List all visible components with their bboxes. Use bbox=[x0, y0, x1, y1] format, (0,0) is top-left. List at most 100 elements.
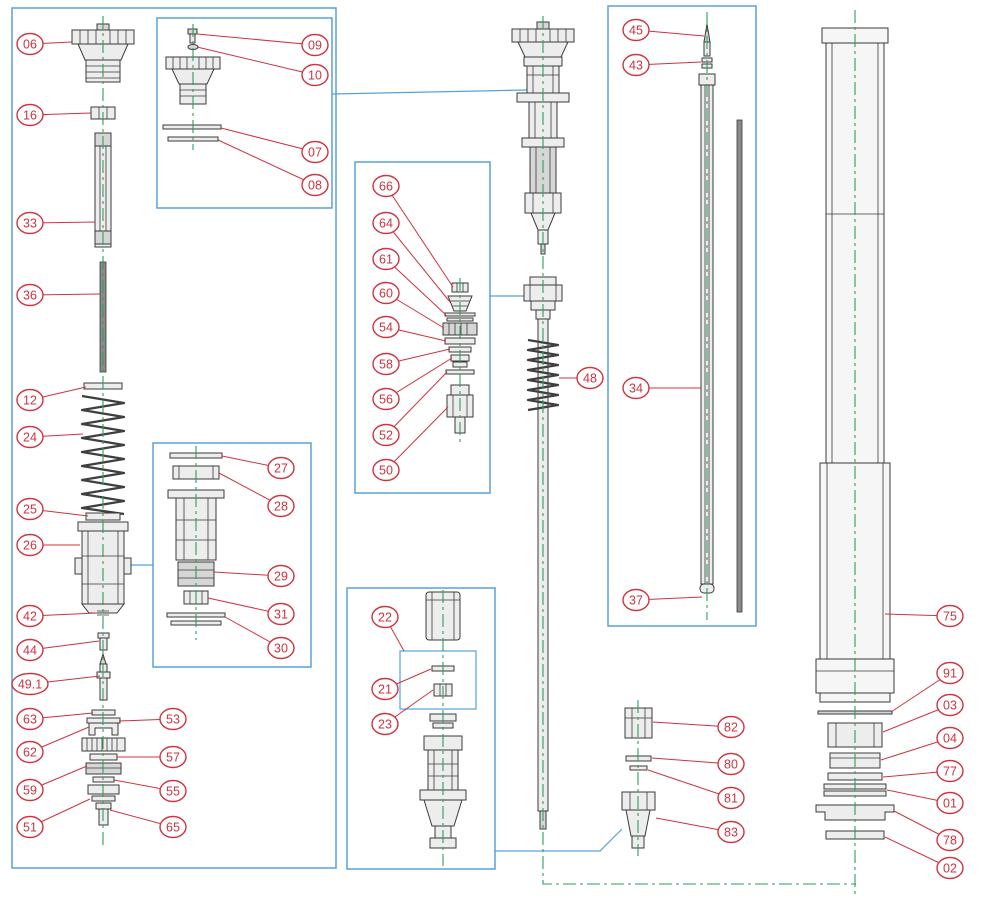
callout-leader-81 bbox=[647, 769, 732, 799]
callout-label-48: 48 bbox=[583, 371, 597, 385]
callout-label-37: 37 bbox=[629, 593, 643, 607]
callout-09: 09 bbox=[196, 33, 329, 57]
callout-bubble-91 bbox=[936, 661, 964, 685]
callout-bubble-66 bbox=[372, 174, 400, 198]
callout-label-36: 36 bbox=[23, 288, 37, 302]
callout-80: 80 bbox=[651, 752, 745, 776]
left-assembly-box bbox=[11, 7, 337, 869]
callout-label-61: 61 bbox=[379, 252, 393, 266]
callout-label-26: 26 bbox=[23, 538, 37, 552]
callout-leader-52 bbox=[385, 371, 448, 436]
callout-28: 28 bbox=[218, 472, 295, 518]
callout-label-02: 02 bbox=[943, 861, 957, 875]
callout-bubble-56 bbox=[372, 387, 400, 411]
callout-bubble-54 bbox=[372, 315, 400, 339]
callout-bubble-12 bbox=[16, 388, 44, 412]
callout-07: 07 bbox=[220, 127, 329, 164]
callout-label-65: 65 bbox=[166, 820, 180, 834]
callout-bubble-08 bbox=[301, 173, 329, 197]
callout-60: 60 bbox=[372, 281, 445, 329]
callout-label-10: 10 bbox=[308, 68, 322, 82]
callout-bubble-22 bbox=[371, 605, 399, 629]
callout-bubble-44 bbox=[16, 638, 44, 662]
callout-43: 43 bbox=[622, 53, 702, 77]
callout-bubble-36 bbox=[16, 283, 44, 307]
callout-54: 54 bbox=[372, 315, 447, 342]
callout-label-50: 50 bbox=[379, 463, 393, 477]
callout-03: 03 bbox=[882, 693, 964, 733]
callout-bubble-25 bbox=[16, 497, 44, 521]
cap-detail-link bbox=[331, 89, 528, 95]
callout-58: 58 bbox=[372, 348, 451, 376]
pushrod-parts bbox=[698, 23, 743, 613]
callout-62: 62 bbox=[16, 726, 90, 764]
piston-detail-box bbox=[152, 442, 312, 668]
callout-label-28: 28 bbox=[274, 499, 288, 513]
callout-label-07: 07 bbox=[308, 145, 322, 159]
callout-label-62: 62 bbox=[23, 745, 37, 759]
callout-bubble-04 bbox=[936, 726, 964, 750]
callout-bubble-09 bbox=[301, 33, 329, 57]
callout-bubble-06 bbox=[16, 32, 44, 56]
callout-label-75: 75 bbox=[943, 609, 957, 623]
callout-bubble-57 bbox=[159, 745, 187, 769]
part-07 bbox=[162, 124, 222, 130]
callout-label-66: 66 bbox=[379, 179, 393, 193]
callout-bubble-23 bbox=[371, 712, 399, 736]
callout-bubble-58 bbox=[372, 352, 400, 376]
callout-label-60: 60 bbox=[379, 286, 393, 300]
callout-label-51: 51 bbox=[23, 820, 37, 834]
callout-10: 10 bbox=[196, 46, 329, 87]
rebound-detail-box bbox=[354, 161, 491, 494]
callout-label-21: 21 bbox=[378, 682, 392, 696]
callout-label-64: 64 bbox=[379, 216, 393, 230]
callout-label-04: 04 bbox=[943, 731, 957, 745]
callout-bubble-62 bbox=[16, 740, 44, 764]
callout-label-27: 27 bbox=[274, 461, 288, 475]
callout-label-57: 57 bbox=[166, 750, 180, 764]
callout-label-08: 08 bbox=[308, 178, 322, 192]
seatpipe-detail-link bbox=[495, 828, 623, 852]
callout-64: 64 bbox=[372, 211, 451, 303]
callout-label-54: 54 bbox=[379, 320, 393, 334]
callout-bubble-02 bbox=[936, 856, 964, 880]
callout-label-56: 56 bbox=[379, 392, 393, 406]
callout-label-33: 33 bbox=[23, 216, 37, 230]
callout-bubble-82 bbox=[717, 715, 745, 739]
callouts-layer: 0616333612242526424449.16362595153575565… bbox=[11, 18, 964, 880]
cap-detail-cap bbox=[165, 56, 221, 105]
seatpipe-detail-box bbox=[346, 587, 496, 870]
callout-label-29: 29 bbox=[274, 569, 288, 583]
callout-bubble-45 bbox=[622, 18, 650, 42]
callout-57: 57 bbox=[117, 745, 187, 769]
callout-04: 04 bbox=[880, 726, 964, 761]
callout-bubble-80 bbox=[717, 752, 745, 776]
callout-51: 51 bbox=[16, 798, 91, 839]
callout-bubble-31 bbox=[267, 602, 295, 626]
callout-bubble-52 bbox=[372, 423, 400, 447]
callout-36: 36 bbox=[16, 283, 101, 307]
callout-56: 56 bbox=[372, 357, 453, 411]
callout-bubble-24 bbox=[16, 425, 44, 449]
callout-45: 45 bbox=[622, 18, 705, 42]
callout-02: 02 bbox=[884, 836, 964, 880]
callout-leader-08 bbox=[217, 139, 316, 186]
callout-bubble-21 bbox=[371, 677, 399, 701]
callout-label-01: 01 bbox=[943, 796, 957, 810]
callout-bubble-48 bbox=[576, 366, 604, 390]
callout-30: 30 bbox=[224, 616, 295, 660]
callout-label-03: 03 bbox=[943, 698, 957, 712]
callout-label-58: 58 bbox=[379, 357, 393, 371]
callout-label-25: 25 bbox=[23, 502, 37, 516]
callout-label-81: 81 bbox=[724, 791, 738, 805]
callout-label-82: 82 bbox=[724, 720, 738, 734]
callout-label-49.1: 49.1 bbox=[18, 677, 42, 691]
callout-bubble-55 bbox=[159, 779, 187, 803]
callout-25: 25 bbox=[16, 497, 89, 521]
callout-label-91: 91 bbox=[943, 666, 957, 680]
callout-label-06: 06 bbox=[23, 37, 37, 51]
callout-label-30: 30 bbox=[274, 641, 288, 655]
callout-leader-10 bbox=[196, 46, 316, 76]
